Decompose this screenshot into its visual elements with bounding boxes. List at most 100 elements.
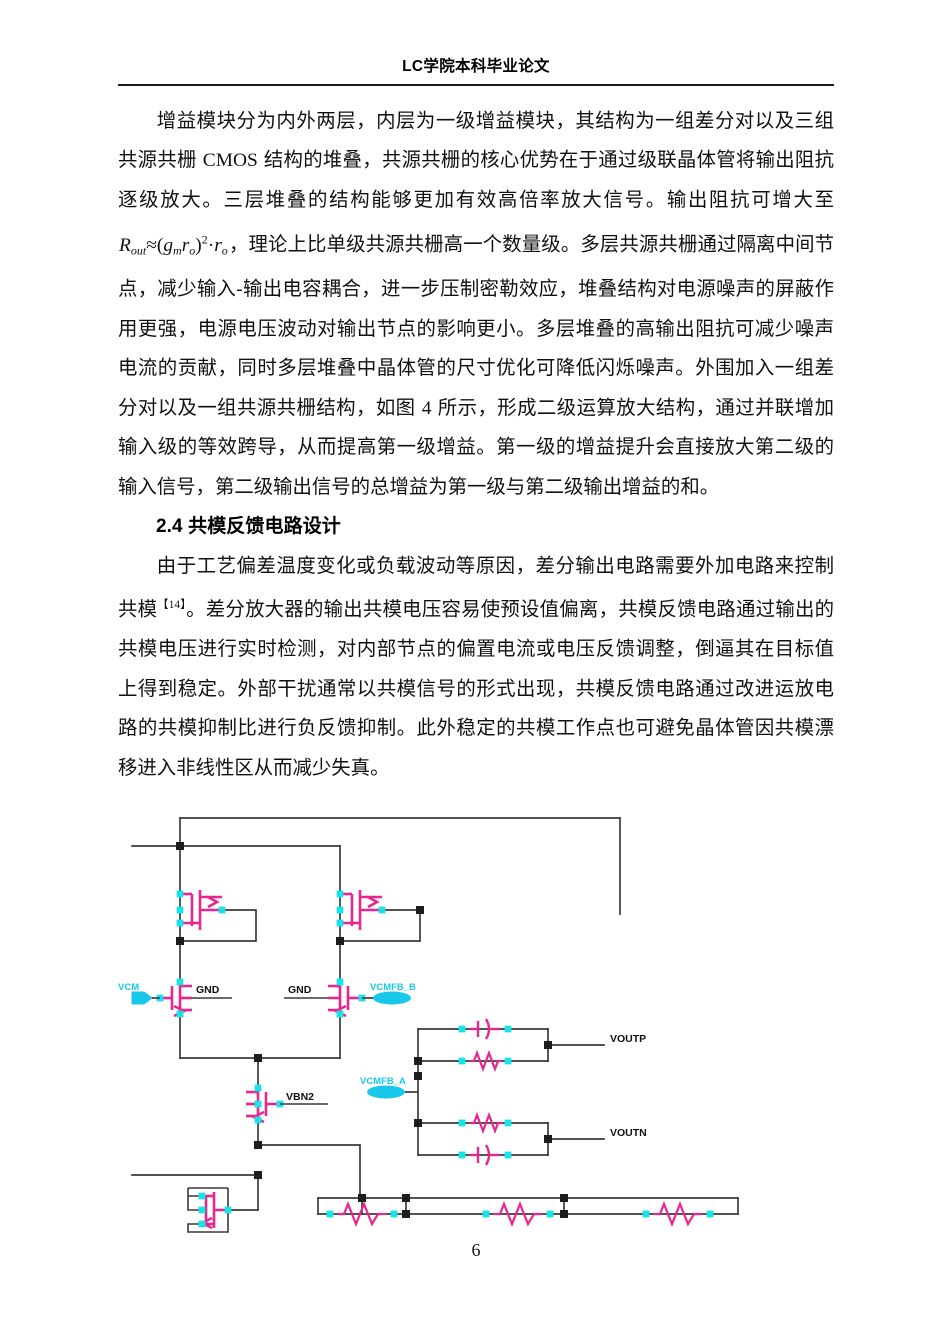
res-lower-pin-b bbox=[504, 1119, 512, 1127]
nmos-diode-pin-drain bbox=[198, 1192, 206, 1200]
nmos-diode-body-box bbox=[187, 1188, 229, 1234]
ladder-resistor-2 bbox=[482, 1201, 554, 1228]
junction-dot bbox=[414, 1057, 422, 1066]
cap-bot-pin-b bbox=[504, 1151, 512, 1159]
net-label-gnd-right: GND bbox=[288, 984, 312, 996]
res-upper-pin-b bbox=[504, 1057, 512, 1065]
junction-dot bbox=[416, 906, 424, 915]
ladder-resistor-3 bbox=[642, 1201, 714, 1228]
nmos-vbn2-pin-bulk bbox=[254, 1100, 262, 1108]
nmos-vbn2-pin-source bbox=[254, 1116, 262, 1124]
pmos-left-pin-bulk bbox=[176, 906, 184, 914]
net-label-gnd-left: GND bbox=[196, 984, 220, 996]
pmos-left-arrow bbox=[207, 896, 220, 909]
formula-multiply-dot: · bbox=[207, 234, 215, 256]
ladder-r3-zigzag bbox=[654, 1201, 702, 1228]
para1-figure-number: 4 bbox=[421, 397, 432, 419]
paragraph-gain-module: 增益模块分为内外两层，内层为一级增益模块，其结构为一组差分对以及三组共源共栅 C… bbox=[118, 102, 834, 508]
res-upper-zigzag bbox=[470, 1050, 502, 1073]
ladder-r3-pin-a bbox=[642, 1210, 650, 1218]
junction-dot bbox=[544, 1135, 552, 1144]
header-divider bbox=[118, 83, 834, 86]
nmos-transistor-vcmfb-input: GND VCMFB_B bbox=[284, 978, 416, 1018]
pmos-right-pin-source bbox=[336, 919, 344, 927]
paragraph-cmfb-design: 由于工艺偏差温度变化或负载波动等原因，差分输出电路需要外加电路来控制共模【14】… bbox=[118, 547, 834, 788]
res-lower-zigzag bbox=[470, 1112, 502, 1135]
junction-dot bbox=[336, 937, 344, 946]
net-marker-vcm bbox=[131, 991, 153, 1005]
ladder-r2-pin-b bbox=[546, 1210, 554, 1218]
pmos-transistor-right bbox=[336, 890, 386, 931]
formula-ro-first: r bbox=[181, 234, 190, 256]
pmos-right-pin-drain bbox=[378, 906, 386, 914]
formula-gm-subscript: m bbox=[173, 242, 182, 257]
pmos-left-pin-source bbox=[176, 919, 184, 927]
ladder-r1-pin-a bbox=[326, 1210, 334, 1218]
header-title: LC学院本科毕业论文 bbox=[402, 58, 550, 75]
wire-network bbox=[131, 817, 739, 1216]
nmos-vcm-pin-drain bbox=[176, 978, 184, 986]
schematic-canvas: VCM GND bbox=[118, 817, 739, 1234]
body-text-block: 增益模块分为内外两层，内层为一级增益模块，其结构为一组差分对以及三组共源共栅 C… bbox=[118, 102, 834, 789]
capacitor-top bbox=[458, 1018, 512, 1040]
nmos-vbn2-pin-drain bbox=[254, 1084, 262, 1092]
wire-pmos-right-node bbox=[339, 909, 421, 943]
formula-ro-second-subscript: o bbox=[221, 242, 228, 257]
pmos-right-pin-gate bbox=[336, 890, 344, 898]
nmos-transistor-diode-connected bbox=[187, 1187, 232, 1234]
pmos-right-pin-bulk bbox=[336, 906, 344, 914]
pmos-right-arrow bbox=[367, 896, 380, 909]
resistor-upper bbox=[458, 1050, 512, 1073]
para1-text-a: 增益模块分为内外两层，内层为一级增益模块，其结构为一组差分对以及三组共源共栅 bbox=[118, 110, 834, 172]
junction-dot bbox=[358, 1194, 366, 1203]
capacitor-bottom bbox=[458, 1144, 512, 1166]
formula-close-paren: ) bbox=[195, 234, 202, 256]
pmos-transistor-left bbox=[176, 890, 226, 931]
formula-R-subscript: out bbox=[130, 242, 147, 257]
citation-marker-14: 【14】 bbox=[157, 599, 187, 612]
junction-dots bbox=[176, 842, 568, 1219]
junction-dot bbox=[176, 937, 184, 946]
wire-mirror-branch bbox=[257, 1144, 361, 1200]
formula-exponent: 2 bbox=[201, 232, 208, 247]
cap-top-pin-b bbox=[504, 1025, 512, 1033]
ladder-resistor-1 bbox=[326, 1201, 398, 1228]
figure-cmfb-schematic: VCM GND bbox=[118, 810, 834, 1240]
ladder-r2-pin-a bbox=[482, 1210, 490, 1218]
pmos-left-pin-gate bbox=[176, 890, 184, 898]
formula-open-paren: ( bbox=[156, 234, 164, 256]
junction-dot bbox=[254, 1171, 262, 1180]
para1-text-c: ，理论上比单级共源共栅高一个数量级。多层共源共栅通过隔离中间节点，减少输入-输出… bbox=[118, 234, 834, 419]
para2-text-a: 由于工艺偏差温度变化或负载波动等原因，差分输出电路需要外加电路来控制共模 bbox=[118, 555, 834, 621]
nmos-diode-pin-source bbox=[198, 1220, 206, 1228]
para2-text-b: 。差分放大器的输出共模电压容易使预设值偏离，共模反馈电路通过输出的共模电压进行实… bbox=[118, 599, 834, 779]
net-label-voutp: VOUTP bbox=[610, 1033, 646, 1045]
formula-approx-sign: ≈ bbox=[146, 234, 157, 256]
nmos-vcm-pin-source bbox=[176, 1010, 184, 1018]
formula-R: R bbox=[119, 234, 131, 256]
ladder-r1-pin-b bbox=[390, 1210, 398, 1218]
junction-dot bbox=[254, 1141, 262, 1150]
nmos-diode-pin-gate bbox=[198, 1206, 206, 1214]
nmos-fb-pin-source bbox=[336, 1010, 344, 1018]
formula-gm: g bbox=[163, 234, 174, 256]
wire-pmos-left-diode bbox=[179, 909, 257, 943]
net-marker-vcmfb-b bbox=[373, 991, 411, 1005]
net-label-voutn: VOUTN bbox=[610, 1127, 647, 1139]
net-label-vcmfb-a: VCMFB_A bbox=[360, 1076, 406, 1087]
ladder-r1-zigzag bbox=[338, 1201, 386, 1228]
resistor-lower bbox=[458, 1112, 512, 1135]
page-footer: 6 bbox=[118, 1240, 834, 1261]
cap-top-pin-a bbox=[458, 1025, 466, 1033]
nmos-diode-gate-feedback bbox=[187, 1195, 206, 1212]
nmos-transistor-vbn2-bias: VBN2 bbox=[246, 1084, 328, 1124]
net-marker-vcmfb-a bbox=[367, 1085, 405, 1099]
net-label-vbn2: VBN2 bbox=[286, 1091, 314, 1103]
section-heading-2-4: 2.4 共模反馈电路设计 bbox=[156, 516, 341, 538]
formula-ro-second: r bbox=[214, 234, 222, 256]
inline-formula-output-resistance: Rout≈(gmro)2·ro bbox=[118, 232, 229, 257]
resistor-ladder bbox=[326, 1201, 714, 1228]
junction-dot bbox=[402, 1210, 410, 1219]
ladder-r2-zigzag bbox=[494, 1201, 542, 1228]
